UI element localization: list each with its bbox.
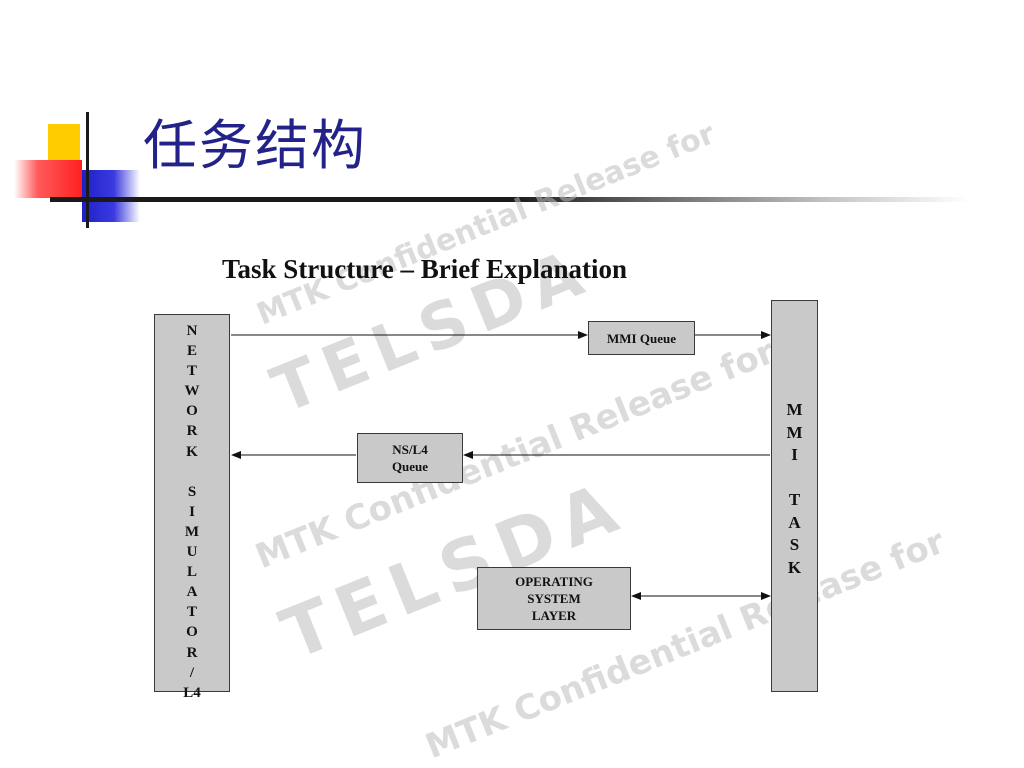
mmi-queue-box: MMI Queue <box>588 321 695 355</box>
network-simulator-letter: T <box>186 363 197 380</box>
os-layer-box: OPERATING SYSTEM LAYER <box>477 567 631 630</box>
mmi-task-letter: T <box>788 490 801 509</box>
network-simulator-letter: O <box>186 403 198 420</box>
network-simulator-letter: / <box>189 664 195 681</box>
network-simulator-letter: M <box>184 523 200 540</box>
network-simulator-letter: W <box>184 383 200 400</box>
mmi-task-letter: M <box>786 400 803 419</box>
mmi-task-letter: A <box>788 512 801 532</box>
os-layer-label-line3: LAYER <box>531 608 577 623</box>
network-simulator-letter: R <box>186 644 198 661</box>
ns-l4-queue-box: NS/L4 Queue <box>357 433 463 483</box>
network-simulator-letter: I <box>189 503 195 520</box>
network-simulator-letter: U <box>186 544 198 561</box>
mmi-task-letter: I <box>791 445 798 464</box>
title-deco-blue-square <box>82 170 140 222</box>
title-deco-vertical-line <box>86 112 89 228</box>
diagram-title: Task Structure – Brief Explanation <box>222 254 628 284</box>
network-simulator-letter: L <box>186 564 197 581</box>
title-deco-red-bar <box>14 160 82 198</box>
network-simulator-letter: K <box>186 443 198 460</box>
network-simulator-letter: T <box>186 604 197 621</box>
network-simulator-letter: L4 <box>183 684 201 701</box>
network-simulator-letter: E <box>186 343 197 360</box>
os-layer-label-line1: OPERATING <box>515 574 593 589</box>
network-simulator-letter: S <box>187 483 197 500</box>
network-simulator-letter: O <box>186 624 198 641</box>
mmi-task-letter: M <box>786 422 803 442</box>
network-simulator-letter: A <box>186 584 198 601</box>
ns-l4-queue-label-line2: Queue <box>391 459 429 474</box>
network-simulator-letter: N <box>186 323 198 339</box>
mmi-task-letter: S <box>789 535 800 554</box>
network-simulator-letter: R <box>186 423 198 440</box>
os-layer-label-line2: SYSTEM <box>527 591 581 606</box>
title-underline <box>50 197 970 202</box>
mmi-task-letter: K <box>787 557 802 577</box>
slide-title: 任务结构 <box>143 114 367 177</box>
mmi-queue-label: MMI Queue <box>607 330 676 346</box>
ns-l4-queue-label-line1: NS/L4 <box>392 442 428 457</box>
